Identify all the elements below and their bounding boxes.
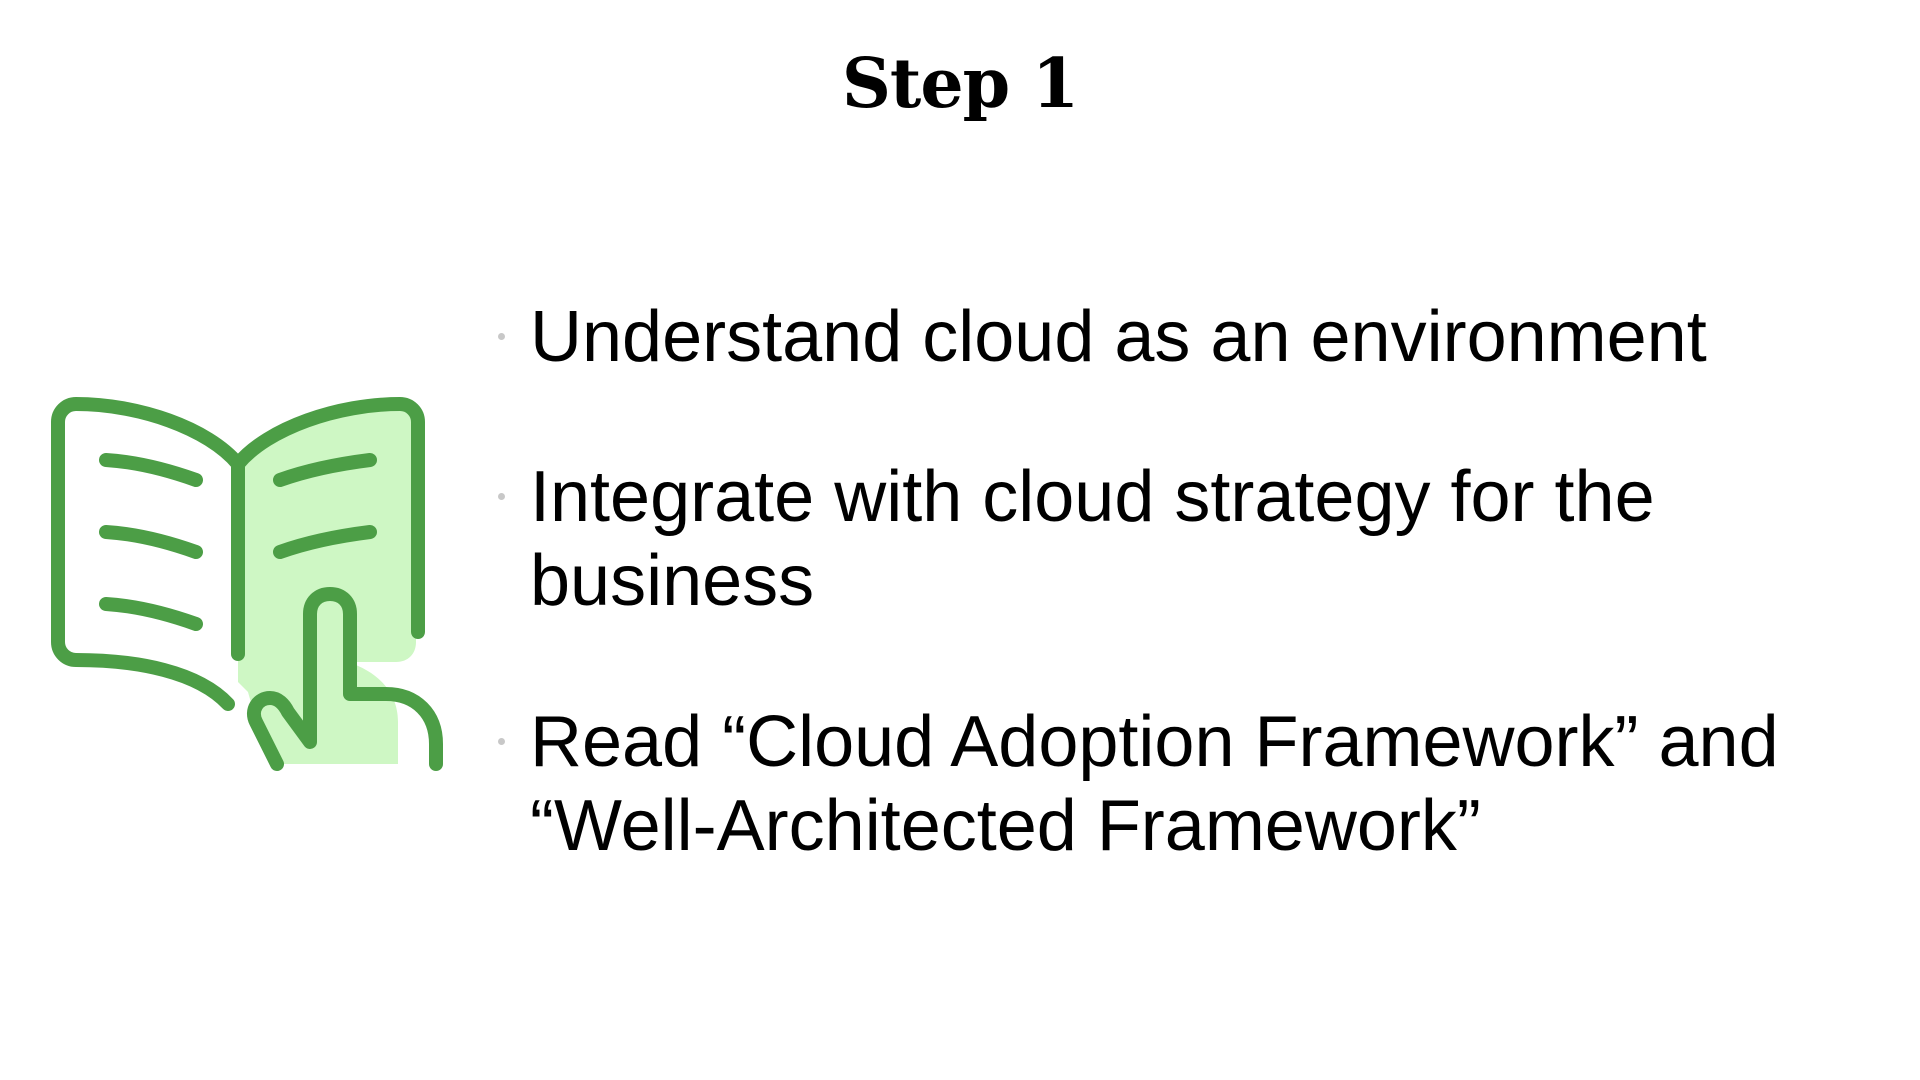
bullet-dot (498, 333, 505, 340)
slide-title: Step 1 (841, 44, 1079, 124)
bullet-dot (498, 738, 505, 745)
book-pointer-icon (48, 392, 448, 772)
bullet-dot (498, 493, 505, 500)
bullet-text: Understand cloud as an environment (530, 297, 1707, 377)
bullet-item: Understand cloud as an environment (496, 295, 1876, 379)
bullet-text: Integrate with cloud strategy for the bu… (530, 457, 1655, 621)
bullet-text: Read “Cloud Adoption Framework” and “Wel… (530, 702, 1779, 866)
bullet-list: Understand cloud as an environment Integ… (496, 295, 1876, 944)
bullet-item: Integrate with cloud strategy for the bu… (496, 455, 1876, 623)
bullet-item: Read “Cloud Adoption Framework” and “Wel… (496, 700, 1876, 868)
